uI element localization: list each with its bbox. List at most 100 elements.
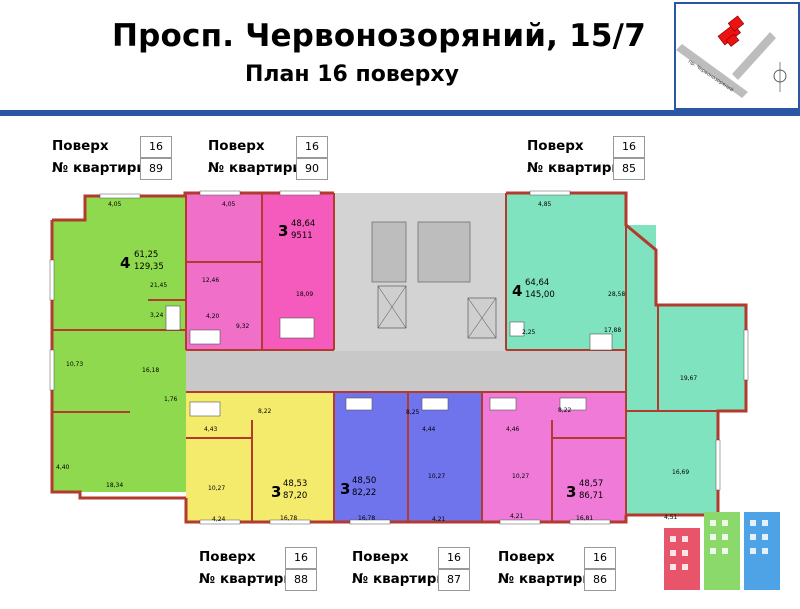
- apartment-85-rooms: 4: [512, 282, 522, 300]
- room-area-a88-3: 4,24: [212, 516, 226, 523]
- apartment-88-label: 3 48,53 87,20: [271, 479, 307, 501]
- apartment-number-value: 85: [613, 158, 645, 180]
- room-area-a87-3: 10,27: [428, 473, 445, 480]
- apartment-90-area1: 48,64: [291, 219, 315, 229]
- apartment-85-area[interactable]: [506, 193, 626, 350]
- apartment-number-label: № квартири: [352, 571, 446, 587]
- room-area-a89-7: 18,34: [106, 482, 123, 489]
- room-area-a89-6: 4,40: [56, 464, 70, 471]
- apartment-88-area2: 87,20: [283, 491, 307, 501]
- room-area-a89-1: 21,45: [150, 282, 167, 289]
- header-divider: [0, 110, 800, 116]
- apartment-86-area[interactable]: [482, 392, 626, 522]
- room-area-a87-2: 4,44: [422, 426, 436, 433]
- floor-value: 16: [584, 547, 616, 569]
- company-logo: [664, 512, 780, 590]
- apartment-87-label: 3 48,50 82,22: [340, 476, 376, 498]
- header: Просп. Червонозоряний, 15/7 План 16 пове…: [0, 0, 800, 112]
- apartment-86-label: 3 48,57 86,71: [566, 479, 603, 501]
- room-area-a89-3: 16,18: [142, 367, 159, 374]
- apartment-89-area2: 129,35: [134, 262, 164, 272]
- room-area-a90-1: 12,46: [202, 277, 219, 284]
- floor-value: 16: [285, 547, 317, 569]
- bathroom-fixtures: [165, 305, 613, 417]
- map-street-road: [676, 44, 748, 98]
- apartment-number-label: № квартири: [199, 571, 293, 587]
- map-side-road: [732, 32, 776, 80]
- room-area-a88-0: 8,22: [258, 408, 272, 415]
- room-area-a89-2: 3,24: [150, 312, 164, 319]
- apartment-85-room: [626, 305, 746, 411]
- room-area-a85-2: 2,25: [522, 329, 536, 336]
- room-area-a85-0: 4,85: [538, 201, 552, 208]
- room-area-a89-4: 10,73: [66, 361, 83, 368]
- inner-walls: [52, 193, 718, 522]
- apartment-86-area1: 48,57: [579, 479, 603, 489]
- apartment-number-label: № квартири: [498, 571, 592, 587]
- windows: [49, 190, 749, 525]
- apartment-89-label: 4 61,25 129,35: [120, 250, 164, 272]
- apartment-85-area1: 64,64: [525, 278, 549, 288]
- room-area-a89-0: 4,05: [108, 201, 122, 208]
- room-area-a90-3: 9,32: [236, 323, 250, 330]
- apartment-85-area2: 145,00: [525, 290, 555, 300]
- staircase-left: [371, 221, 407, 283]
- room-area-labels: 4,0521,453,2416,1810,731,764,4018,344,05…: [56, 201, 697, 523]
- room-area-a87-1: 8,25: [406, 409, 420, 416]
- room-area-a88-4: 16,78: [280, 515, 297, 522]
- staircase-main: [417, 221, 471, 283]
- room-area-a87-0: 16,78: [358, 515, 375, 522]
- apartment-number-value: 88: [285, 569, 317, 591]
- apartment-number-value: 90: [296, 158, 328, 180]
- room-area-a86-2: 8,22: [558, 407, 572, 414]
- room-area-a86-3: 4,21: [510, 513, 524, 520]
- room-area-a86-0: 4,46: [506, 426, 520, 433]
- apartment-87-rooms: 3: [340, 480, 350, 498]
- corridor: [186, 350, 626, 392]
- room-area-a86-1: 10,27: [512, 473, 529, 480]
- room-area-a88-1: 4,43: [204, 426, 218, 433]
- room-area-a85-3: 17,88: [604, 327, 621, 334]
- apartment-88-area1: 48,53: [283, 479, 307, 489]
- floor-label: Поверх: [199, 549, 256, 565]
- apartment-86-rooms: 3: [566, 483, 576, 501]
- apartment-90-area2: 9511: [291, 231, 313, 241]
- floor-label: Поверх: [52, 138, 109, 154]
- page-subtitle: План 16 поверху: [245, 62, 459, 87]
- apartment-number-value: 89: [140, 158, 172, 180]
- apartment-89-rooms: 4: [120, 254, 130, 272]
- apartment-90-rooms: 3: [278, 222, 288, 240]
- page-title: Просп. Червонозоряний, 15/7: [112, 18, 646, 54]
- apartment-86-area2: 86,71: [579, 491, 603, 501]
- room-area-a90-4: 18,09: [296, 291, 313, 298]
- room-area-a88-2: 10,27: [208, 485, 225, 492]
- location-map: пр. Червонозоряний: [674, 2, 800, 110]
- floor-label: Поверх: [498, 549, 555, 565]
- apartment-89-area1: 61,25: [134, 250, 158, 260]
- room-area-a90-2: 4,20: [206, 313, 220, 320]
- apartment-87-area2: 82,22: [352, 488, 376, 498]
- apartment-90-label: 3 48,64 9511: [278, 219, 315, 241]
- floor-label: Поверх: [208, 138, 265, 154]
- apartment-number-label: № квартири: [52, 160, 146, 176]
- apartment-87-area1: 48,50: [352, 476, 376, 486]
- apartment-89-area[interactable]: [52, 220, 186, 492]
- room-area-a85-6: 4,51: [664, 514, 678, 521]
- apartment-number-label: № квартири: [208, 160, 302, 176]
- room-area-a90-0: 4,05: [222, 201, 236, 208]
- room-area-a85-1: 28,58: [608, 291, 625, 298]
- room-area-a85-4: 19,67: [680, 375, 697, 382]
- room-area-a85-5: 16,69: [672, 469, 689, 476]
- floor-label: Поверх: [352, 549, 409, 565]
- floor-value: 16: [296, 136, 328, 158]
- floor-value: 16: [140, 136, 172, 158]
- location-map-svg: пр. Червонозоряний: [676, 15, 787, 98]
- apartment-number-value: 87: [438, 569, 470, 591]
